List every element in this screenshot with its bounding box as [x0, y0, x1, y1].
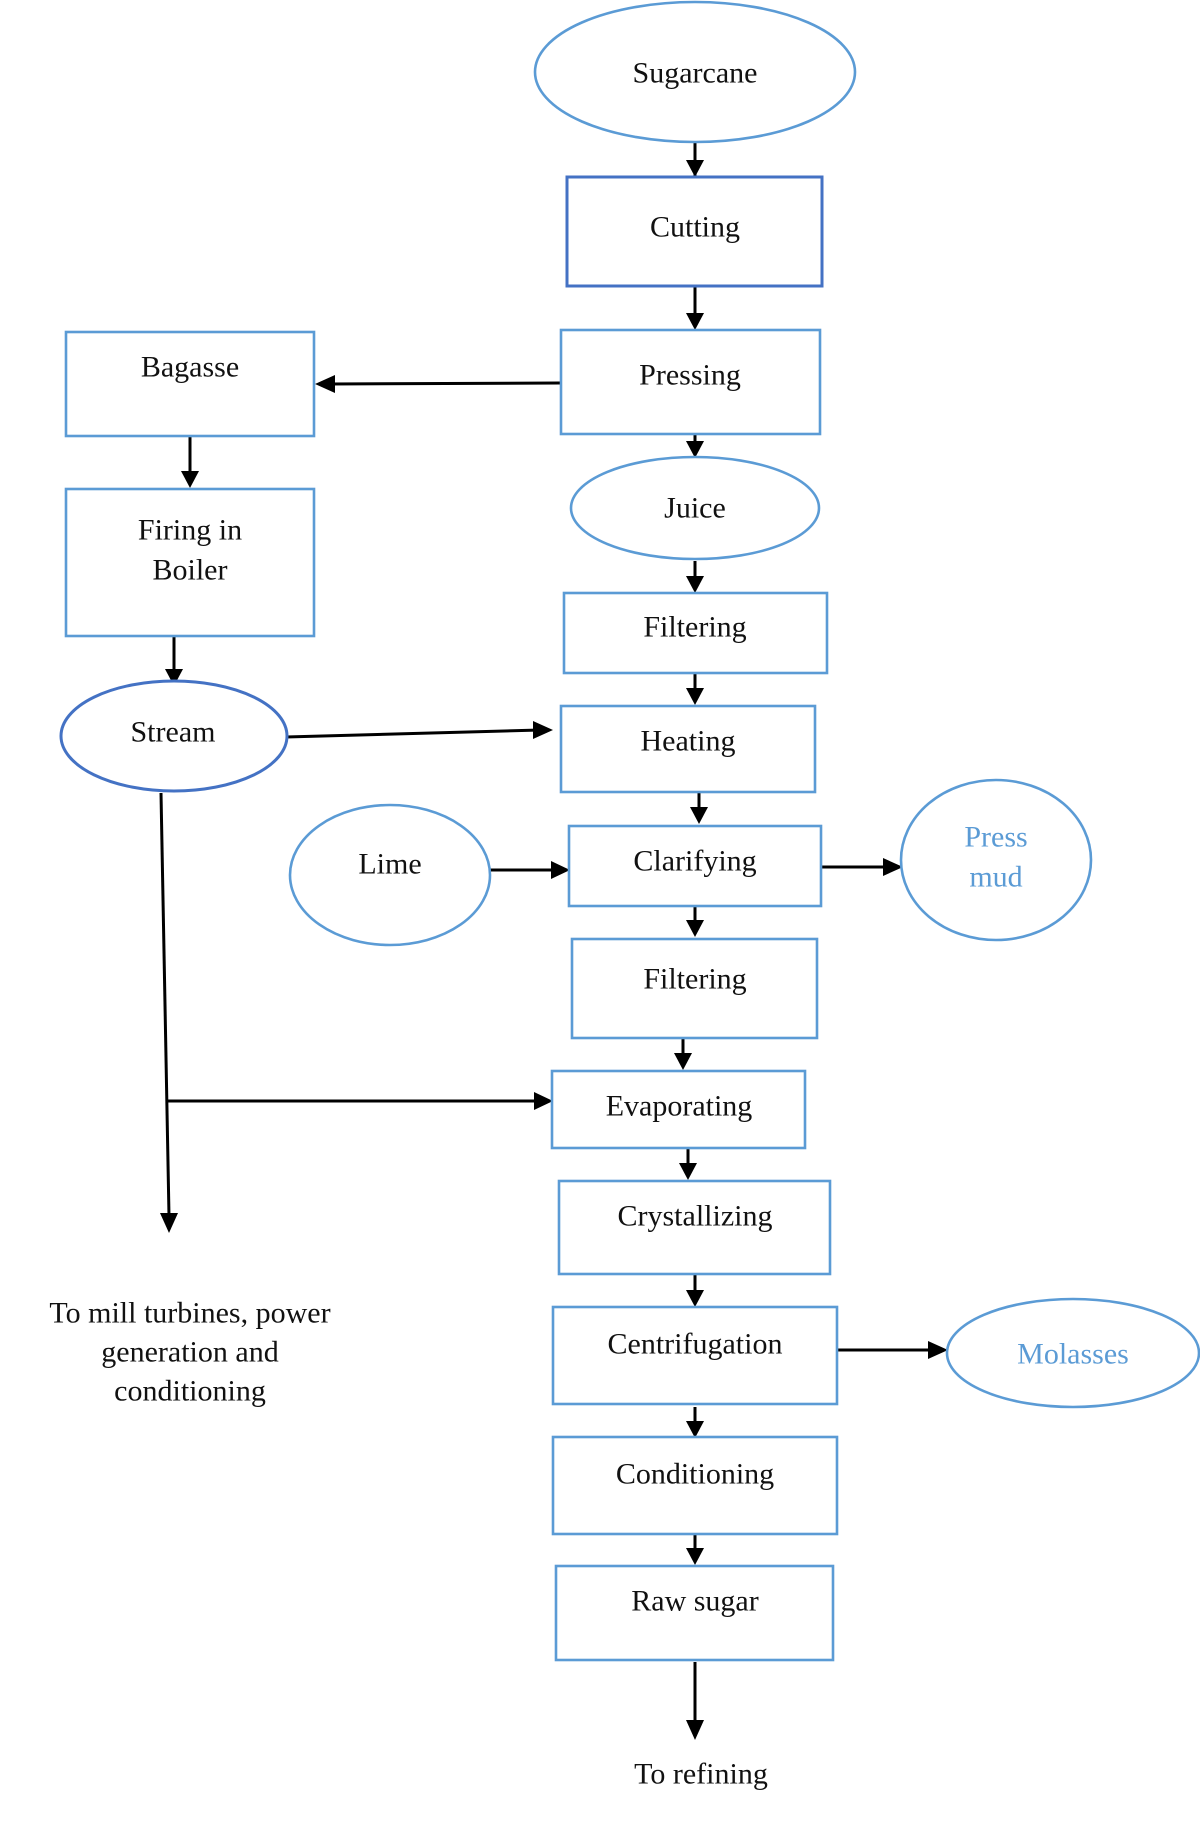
node-evaporating: Evaporating	[550, 1069, 807, 1150]
evaporating-label: Evaporating	[606, 1090, 753, 1123]
node-stream: Stream	[59, 679, 289, 793]
filtering-2-box	[570, 937, 819, 1040]
arrow-stream-heating	[285, 728, 541, 739]
node-pressing: Pressing	[559, 328, 822, 436]
line-stream-down	[159, 792, 171, 1217]
stream-label: Stream	[131, 716, 216, 749]
arrowhead-stream-heating	[533, 721, 553, 739]
mill-caption-line1: To mill turbines, power	[49, 1297, 330, 1330]
press-mud-oval	[899, 778, 1093, 942]
node-conditioning: Conditioning	[551, 1435, 839, 1536]
arrowhead-bagasse-firing	[181, 471, 199, 488]
sugarcane-oval	[533, 0, 857, 144]
cutting-box	[565, 175, 824, 288]
arrowhead-pressing-bagasse	[315, 375, 335, 393]
raw-sugar-label: Raw sugar	[631, 1585, 758, 1618]
juice-label: Juice	[664, 492, 726, 525]
evaporating-box	[550, 1069, 807, 1150]
crystallizing-label: Crystallizing	[618, 1200, 773, 1233]
arrowhead-stream-evaporating	[534, 1092, 553, 1110]
centrifugation-box	[551, 1305, 839, 1406]
node-juice: Juice	[569, 455, 821, 561]
refining-caption: To refining	[634, 1758, 768, 1791]
crystallizing-box	[557, 1179, 832, 1276]
node-press-mud: Press mud	[899, 778, 1093, 942]
node-crystallizing: Crystallizing	[557, 1179, 832, 1276]
arrowhead-firing-stream	[165, 669, 183, 686]
arrowhead-conditioning-rawsugar	[686, 1548, 704, 1565]
raw-sugar-box	[554, 1564, 835, 1662]
arrow-pressing-bagasse	[329, 381, 561, 386]
arrowhead-heating-clarifying	[690, 807, 708, 824]
arrowhead-centrifugation-molasses	[928, 1341, 948, 1359]
arrowhead-cutting-pressing	[686, 313, 704, 330]
output-mill-turbines: To mill turbines, power generation and c…	[49, 1297, 330, 1408]
arrowhead-sugarcane-cutting	[686, 160, 704, 177]
lime-label: Lime	[358, 848, 421, 881]
arrowhead-lime-clarifying	[551, 861, 570, 879]
node-molasses: Molasses	[945, 1297, 1200, 1409]
filtering-1-label: Filtering	[643, 611, 746, 644]
arrowhead-clarifying-pressmud	[883, 858, 903, 876]
node-centrifugation: Centrifugation	[551, 1305, 839, 1406]
output-refining: To refining	[634, 1758, 768, 1791]
filtering-2-label: Filtering	[643, 963, 746, 996]
molasses-label: Molasses	[1017, 1338, 1129, 1371]
node-raw-sugar: Raw sugar	[554, 1564, 835, 1662]
firing-box	[64, 487, 316, 638]
arrowhead-clarifying-filtering	[686, 920, 704, 937]
centrifugation-label: Centrifugation	[608, 1328, 783, 1361]
conditioning-box	[551, 1435, 839, 1536]
node-sugarcane: Sugarcane	[533, 0, 857, 144]
arrowhead-pressing-juice	[686, 441, 704, 458]
stream-oval	[59, 679, 289, 793]
node-clarifying: Clarifying	[567, 824, 823, 908]
node-filtering-1: Filtering	[562, 591, 829, 675]
bagasse-label: Bagasse	[141, 351, 239, 384]
connectors	[159, 143, 948, 1740]
arrowhead-crystallizing-centrifugation	[686, 1290, 704, 1307]
arrowhead-centrifugation-conditioning	[686, 1421, 704, 1438]
filtering-1-box	[562, 591, 829, 675]
arrowhead-rawsugar-refining	[686, 1720, 704, 1740]
heating-label: Heating	[641, 725, 736, 758]
lime-oval	[288, 803, 492, 947]
molasses-oval	[945, 1297, 1200, 1409]
node-bagasse: Bagasse	[64, 330, 316, 438]
press-mud-label-line2: mud	[969, 861, 1022, 894]
pressing-box	[559, 328, 822, 436]
sugarcane-label: Sugarcane	[633, 57, 758, 90]
arrowhead-juice-filtering	[686, 576, 704, 593]
mill-caption-line2: generation and	[101, 1336, 278, 1369]
cutting-label: Cutting	[650, 211, 740, 244]
node-filtering-2: Filtering	[570, 937, 819, 1040]
firing-label-line2: Boiler	[153, 554, 228, 587]
arrowhead-filtering-evaporating	[674, 1053, 692, 1070]
node-cutting: Cutting	[565, 175, 824, 288]
node-lime: Lime	[288, 803, 492, 947]
bagasse-box	[64, 330, 316, 438]
conditioning-label: Conditioning	[616, 1458, 774, 1491]
clarifying-box	[567, 824, 823, 908]
arrowhead-filtering-heating	[686, 688, 704, 705]
pressing-label: Pressing	[639, 359, 741, 392]
node-firing-boiler: Firing in Boiler	[64, 487, 316, 638]
mill-caption-line3: conditioning	[114, 1375, 266, 1408]
juice-oval	[569, 455, 821, 561]
arrowhead-stream-down	[160, 1213, 178, 1233]
press-mud-label-line1: Press	[964, 821, 1027, 854]
firing-label-line1: Firing in	[138, 514, 242, 547]
clarifying-label: Clarifying	[633, 845, 756, 878]
node-heating: Heating	[559, 704, 817, 794]
heating-box	[559, 704, 817, 794]
arrowhead-evaporating-crystallizing	[679, 1163, 697, 1180]
